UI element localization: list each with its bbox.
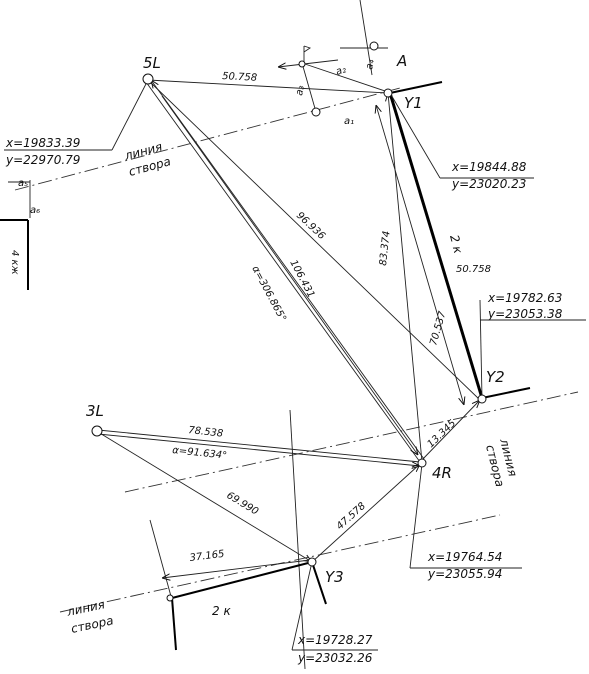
point-bottom-aux [166, 594, 174, 602]
edge-Y3-left [171, 561, 313, 599]
aux-label-a2: a₂ [335, 64, 348, 78]
aux-a2-line [301, 62, 389, 93]
dist-Y2-4R: 13.345 [425, 418, 458, 450]
line-Y3-4R [311, 464, 420, 563]
point-Y1 [383, 88, 393, 98]
leader-5L [111, 79, 149, 151]
coord-Y2-y: y=23053.38 [487, 307, 563, 321]
dist-Y1-Y2: 50.758 [456, 264, 491, 275]
dim-Y3-left [162, 559, 311, 578]
coord-Y1-x: x=19844.88 [451, 160, 527, 174]
line-3L-4R-b [97, 433, 420, 466]
edge-Y2-right [481, 387, 531, 399]
label-5L: 5L [143, 54, 161, 72]
dist-Y3-left: 37.165 [189, 549, 225, 564]
aux-line-y3-vertical [289, 409, 306, 670]
line-Y1-4R [388, 93, 423, 463]
point-4R [417, 458, 427, 468]
point-a1-aux [311, 107, 321, 117]
aux-label-a6: a₆ [30, 205, 40, 216]
dist-3L-Y3: 69.990 [224, 490, 260, 517]
angle-3L: α=91.634° [172, 445, 228, 462]
coord-Y3-x: x=19728.27 [297, 633, 373, 647]
line-Y2-4R [419, 400, 480, 463]
label-2k-bottom: 2 к [212, 604, 231, 618]
dist-3L-4R: 78.538 [188, 425, 224, 440]
dist-5L-Y2: 96.936 [294, 210, 327, 242]
point-A-aux [369, 41, 379, 51]
line-5L-4R-a [145, 81, 421, 463]
aux-label-a4: a₄ [364, 59, 377, 71]
aux-line-bottom-left [149, 519, 173, 601]
alignment-line-top [14, 87, 401, 191]
leader-Y2 [479, 299, 483, 399]
angle-5L: α=306.865° [249, 264, 288, 323]
label-3L: 3L [86, 402, 104, 420]
label-Y3: Y3 [325, 568, 344, 586]
aux-label-a3: a₃ [294, 85, 307, 97]
edge-Y1-right [389, 81, 443, 94]
edge-Y3-down [311, 561, 327, 605]
label-Y1: Y1 [404, 94, 423, 112]
line-Y1-Y2-inner [376, 105, 464, 405]
coord-5L-y: y=22970.79 [5, 153, 80, 167]
alignment-line-middle [124, 391, 579, 493]
coord-5L-x: x=19833.39 [5, 136, 80, 150]
aux-flag-icon [303, 45, 312, 53]
coord-4R-y: y=23055.94 [427, 567, 502, 581]
line-Y1-Y2-edge [388, 92, 484, 399]
aux-label-a1: a₁ [344, 116, 354, 127]
label-4R: 4R [432, 464, 452, 482]
coord-Y2-x: x=19782.63 [487, 291, 562, 305]
dist-5L-Y1: 50.758 [222, 71, 258, 84]
coord-Y1-y: y=23020.23 [451, 177, 526, 191]
point-a2-aux [298, 60, 306, 68]
line-5L-Y2 [147, 79, 481, 401]
dist-4R-Y3: 47.578 [335, 501, 368, 533]
point-Y2 [477, 394, 487, 404]
dist-Y1-4R: 83.374 [378, 230, 393, 266]
line-5L-Y1 [147, 79, 389, 94]
leader-Y1 [389, 92, 441, 179]
point-Y3 [307, 557, 317, 567]
line-3L-4R-a [97, 429, 421, 463]
label-2k-right: 2 к [447, 233, 465, 255]
point-5L [142, 73, 154, 85]
aux-a2-arrow [278, 59, 339, 67]
dist-5L-4R: 106.431 [287, 258, 316, 300]
point-3L [91, 425, 103, 437]
label-A: A [396, 52, 407, 70]
label-Y2: Y2 [486, 368, 505, 386]
line-5L-4R-b [151, 80, 425, 460]
line-5L-4R-arrow [161, 95, 418, 455]
leader-Y3 [291, 561, 313, 651]
edge-bottom-left [171, 597, 177, 651]
aux-line-a4 [359, 0, 373, 76]
coord-Y3-y: y=23032.26 [297, 651, 373, 665]
coord-4R-x: x=19764.54 [427, 550, 502, 564]
aux-a3-line [301, 62, 317, 113]
label-4kzh: 4 кж [9, 250, 20, 275]
line-3L-Y3 [97, 431, 312, 562]
leader-4R [409, 463, 423, 569]
aux-label-a5: a₅ [18, 178, 28, 189]
